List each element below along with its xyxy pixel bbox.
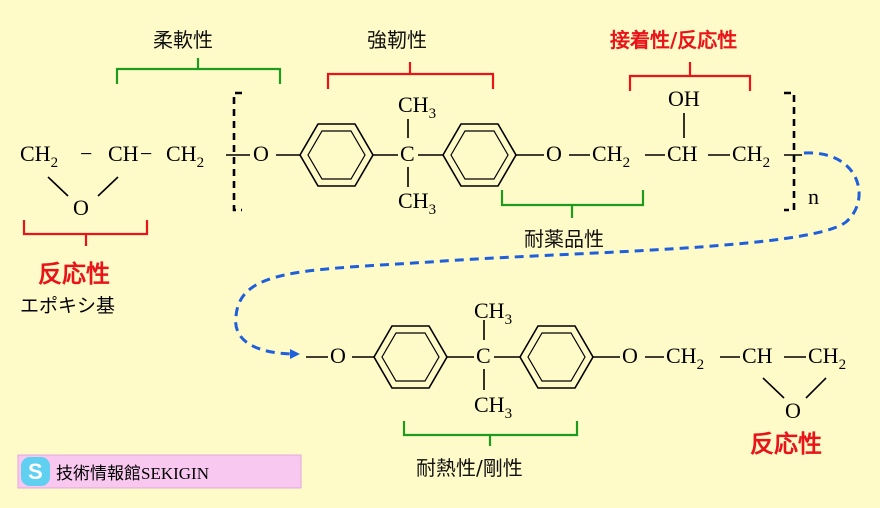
- formula-ch2-end: CH2: [732, 141, 770, 171]
- formula-o-epoxide-2: O: [785, 398, 801, 423]
- benzene-ring-2: [442, 123, 517, 187]
- formula-ch2-left: CH2: [20, 141, 58, 171]
- formula-o-ether-3: O: [330, 343, 346, 368]
- repeat-bracket-right: [784, 91, 796, 212]
- formula-ch2-mid: CH2: [592, 141, 630, 171]
- label-epoxy-group: エポキシ基: [20, 295, 115, 317]
- bracket-toughness: [326, 62, 495, 89]
- formula-o-ether-4: O: [622, 343, 638, 368]
- repeat-bracket-left: [232, 91, 242, 212]
- formula-ch3-top-2: CH3: [474, 298, 512, 328]
- bracket-adhesion: [628, 62, 752, 91]
- label-reactivity-left: 反応性: [38, 260, 110, 288]
- bracket-chemical-resistance: [500, 190, 645, 218]
- connector-arrow: [234, 151, 861, 359]
- formula-ch2-epoxide: CH2: [808, 343, 846, 373]
- label-chemical-resistance: 耐薬品性: [524, 227, 604, 251]
- formula-n: n: [808, 184, 819, 209]
- bracket-heat-resistance: [402, 421, 579, 446]
- formula-dash: −: [80, 141, 92, 166]
- benzene-ring-1: [299, 123, 374, 187]
- formula-ch2-chain: CH2: [166, 141, 204, 171]
- brand-s-icon: [21, 457, 50, 486]
- formula-ch2-bottom: CH2: [666, 343, 704, 373]
- benzene-ring-4: [519, 325, 594, 389]
- formula-ch-hydroxyl: CH: [667, 141, 698, 166]
- formula-c-quaternary: C: [400, 141, 415, 166]
- formula-oh: OH: [668, 86, 700, 111]
- label-reactivity-right: 反応性: [750, 430, 822, 458]
- formula-ch-left: CH: [108, 141, 139, 166]
- brand-text: 技術情報館SEKIGIN: [56, 464, 209, 483]
- brand-badge: S 技術情報館SEKIGIN: [17, 454, 302, 489]
- bracket-flexibility: [115, 58, 282, 84]
- label-adhesion-reactivity: 接着性/反応性: [610, 28, 737, 52]
- formula-ch3-bottom-2: CH3: [474, 392, 512, 422]
- formula-c-quaternary-2: C: [476, 343, 491, 368]
- formula-o-epoxide: O: [73, 195, 89, 220]
- formula-o-ether-2: O: [546, 141, 562, 166]
- formula-ch3-bottom: CH3: [398, 188, 436, 218]
- label-toughness: 強靭性: [367, 28, 427, 52]
- formula-dash: −: [140, 141, 152, 166]
- benzene-ring-3: [373, 325, 448, 389]
- epoxide-left: CH2 − CH − CH2 O: [20, 141, 204, 220]
- formula-ch3-top: CH3: [398, 92, 436, 122]
- brand-icon-letter: S: [28, 459, 43, 484]
- label-heat-resistance-rigidity: 耐熱性/剛性: [416, 456, 523, 480]
- bracket-reactivity-left: [22, 220, 149, 246]
- formula-o-ether-1: O: [253, 141, 269, 166]
- formula-ch-bottom: CH: [742, 343, 773, 368]
- label-flexibility: 柔軟性: [153, 28, 213, 52]
